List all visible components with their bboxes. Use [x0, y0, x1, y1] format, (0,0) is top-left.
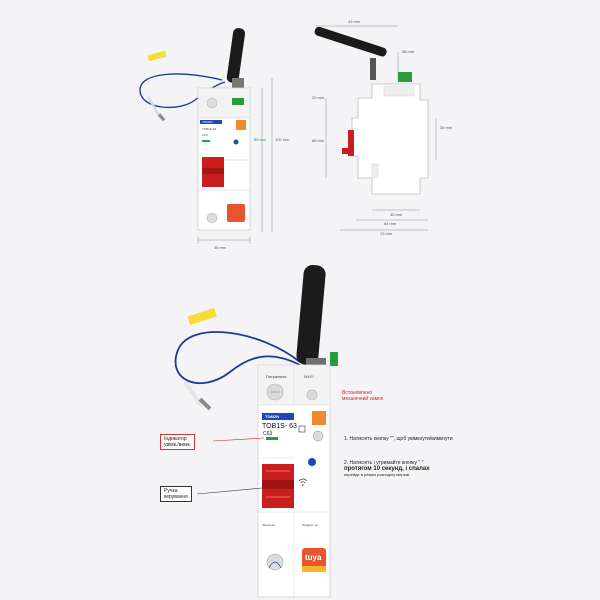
- side-rail-dim-label: 35 mm: [440, 125, 453, 130]
- handle-leader: [196, 487, 263, 495]
- callout-handle-line2: керування: [164, 494, 188, 500]
- power-led-large: [266, 437, 278, 440]
- callout-handle-line1: Ручка: [164, 488, 178, 494]
- callout-lock: Встановлено механічний замок: [342, 390, 383, 402]
- step2-line3: перейде в режим розподілу мережі.: [344, 472, 411, 477]
- side-mid-dim-label: 38 mm: [402, 49, 415, 54]
- antenna: [226, 28, 246, 83]
- label-lower-right: Продукт на: [302, 523, 318, 527]
- callout-lock-line1: Встановлено: [342, 390, 373, 396]
- green-terminal-large: [330, 352, 338, 366]
- label-top-right: WI-Fi: [304, 374, 314, 379]
- screw-top: [206, 97, 218, 109]
- sensor-probe-large: [198, 397, 212, 411]
- side-terminal: [398, 72, 412, 82]
- wifi-button: [233, 139, 239, 145]
- wifi-button-large: [308, 458, 316, 466]
- front-view-bottom: [174, 264, 338, 598]
- antenna-base: [232, 78, 244, 88]
- instruction-step-1: 1. Натисніть кнопку "", щоб увімкнути/ви…: [344, 436, 453, 442]
- side-top-dim-label: 43 mm: [348, 19, 361, 24]
- terminal-top: [232, 98, 244, 105]
- mechanical-lock: [236, 120, 246, 130]
- cable-sleeve-large: [183, 380, 204, 408]
- wifi-icon: [298, 478, 308, 482]
- mechanical-lock-large: [312, 411, 326, 425]
- brand-text-small: TOMZN: [202, 120, 213, 124]
- antenna-dim-label: 85 mm: [254, 137, 267, 142]
- brand-plate: [200, 120, 222, 124]
- callout-indicator: Індикатор увімк./вимк.: [160, 434, 196, 450]
- side-h2-dim-label: 85 mm: [312, 138, 325, 143]
- callout-indicator-line2: увімк./вимк.: [164, 442, 192, 448]
- side-a-dim-label: 64 mm: [384, 221, 397, 226]
- side-view-top: [314, 25, 437, 231]
- cable-sleeve: [146, 95, 162, 119]
- front-view-top: [139, 28, 273, 244]
- screw-bottom: [206, 212, 218, 224]
- side-body: [351, 83, 429, 195]
- side-b-dim-label: 45 mm: [390, 212, 403, 217]
- cable-tag: [147, 50, 167, 62]
- instruction-step-2: 2. Натисніть і утримайте кнопку " " прот…: [344, 460, 430, 478]
- model-text-small: TOB1S-63: [202, 127, 217, 131]
- height-dim-label: 100 mm: [275, 137, 290, 142]
- antenna-large: [296, 264, 326, 366]
- sensor-probe: [157, 113, 166, 122]
- model-text-large: TOB1S- 63: [262, 423, 297, 430]
- rating-text-large: C63: [263, 431, 273, 437]
- side-handle: [348, 130, 354, 156]
- cable-tag-large: [187, 307, 217, 326]
- lock-icon: [298, 425, 306, 433]
- indicator-leader: [212, 437, 265, 442]
- callout-handle: Ручка керування: [160, 486, 192, 502]
- step2-line1: 2. Натисніть і утримайте кнопку " ": [344, 460, 424, 466]
- tuya-badge: [227, 204, 245, 222]
- side-h1-dim-label: 20 mm: [312, 95, 325, 100]
- width-dim-label: 36 mm: [214, 245, 227, 250]
- callout-indicator-line1: Індикатор: [164, 436, 187, 442]
- tuya-logo-text: tuya: [305, 553, 322, 562]
- power-led: [202, 140, 210, 142]
- sensor-cable-large: [174, 331, 301, 385]
- rating-text-small: C63: [202, 133, 208, 137]
- step2-line2: протягом 10 секунд, і спалах: [344, 466, 430, 472]
- brand-plate-large: [262, 413, 294, 420]
- label-lower-left: Захисник: [262, 523, 275, 527]
- label-top-left: Потужність: [266, 374, 287, 379]
- side-antenna: [314, 26, 387, 57]
- brand-text-large: TOMZN: [265, 414, 280, 419]
- side-total-dim-label: 73 mm: [380, 231, 393, 236]
- callout-lock-line2: механічний замок: [342, 396, 384, 402]
